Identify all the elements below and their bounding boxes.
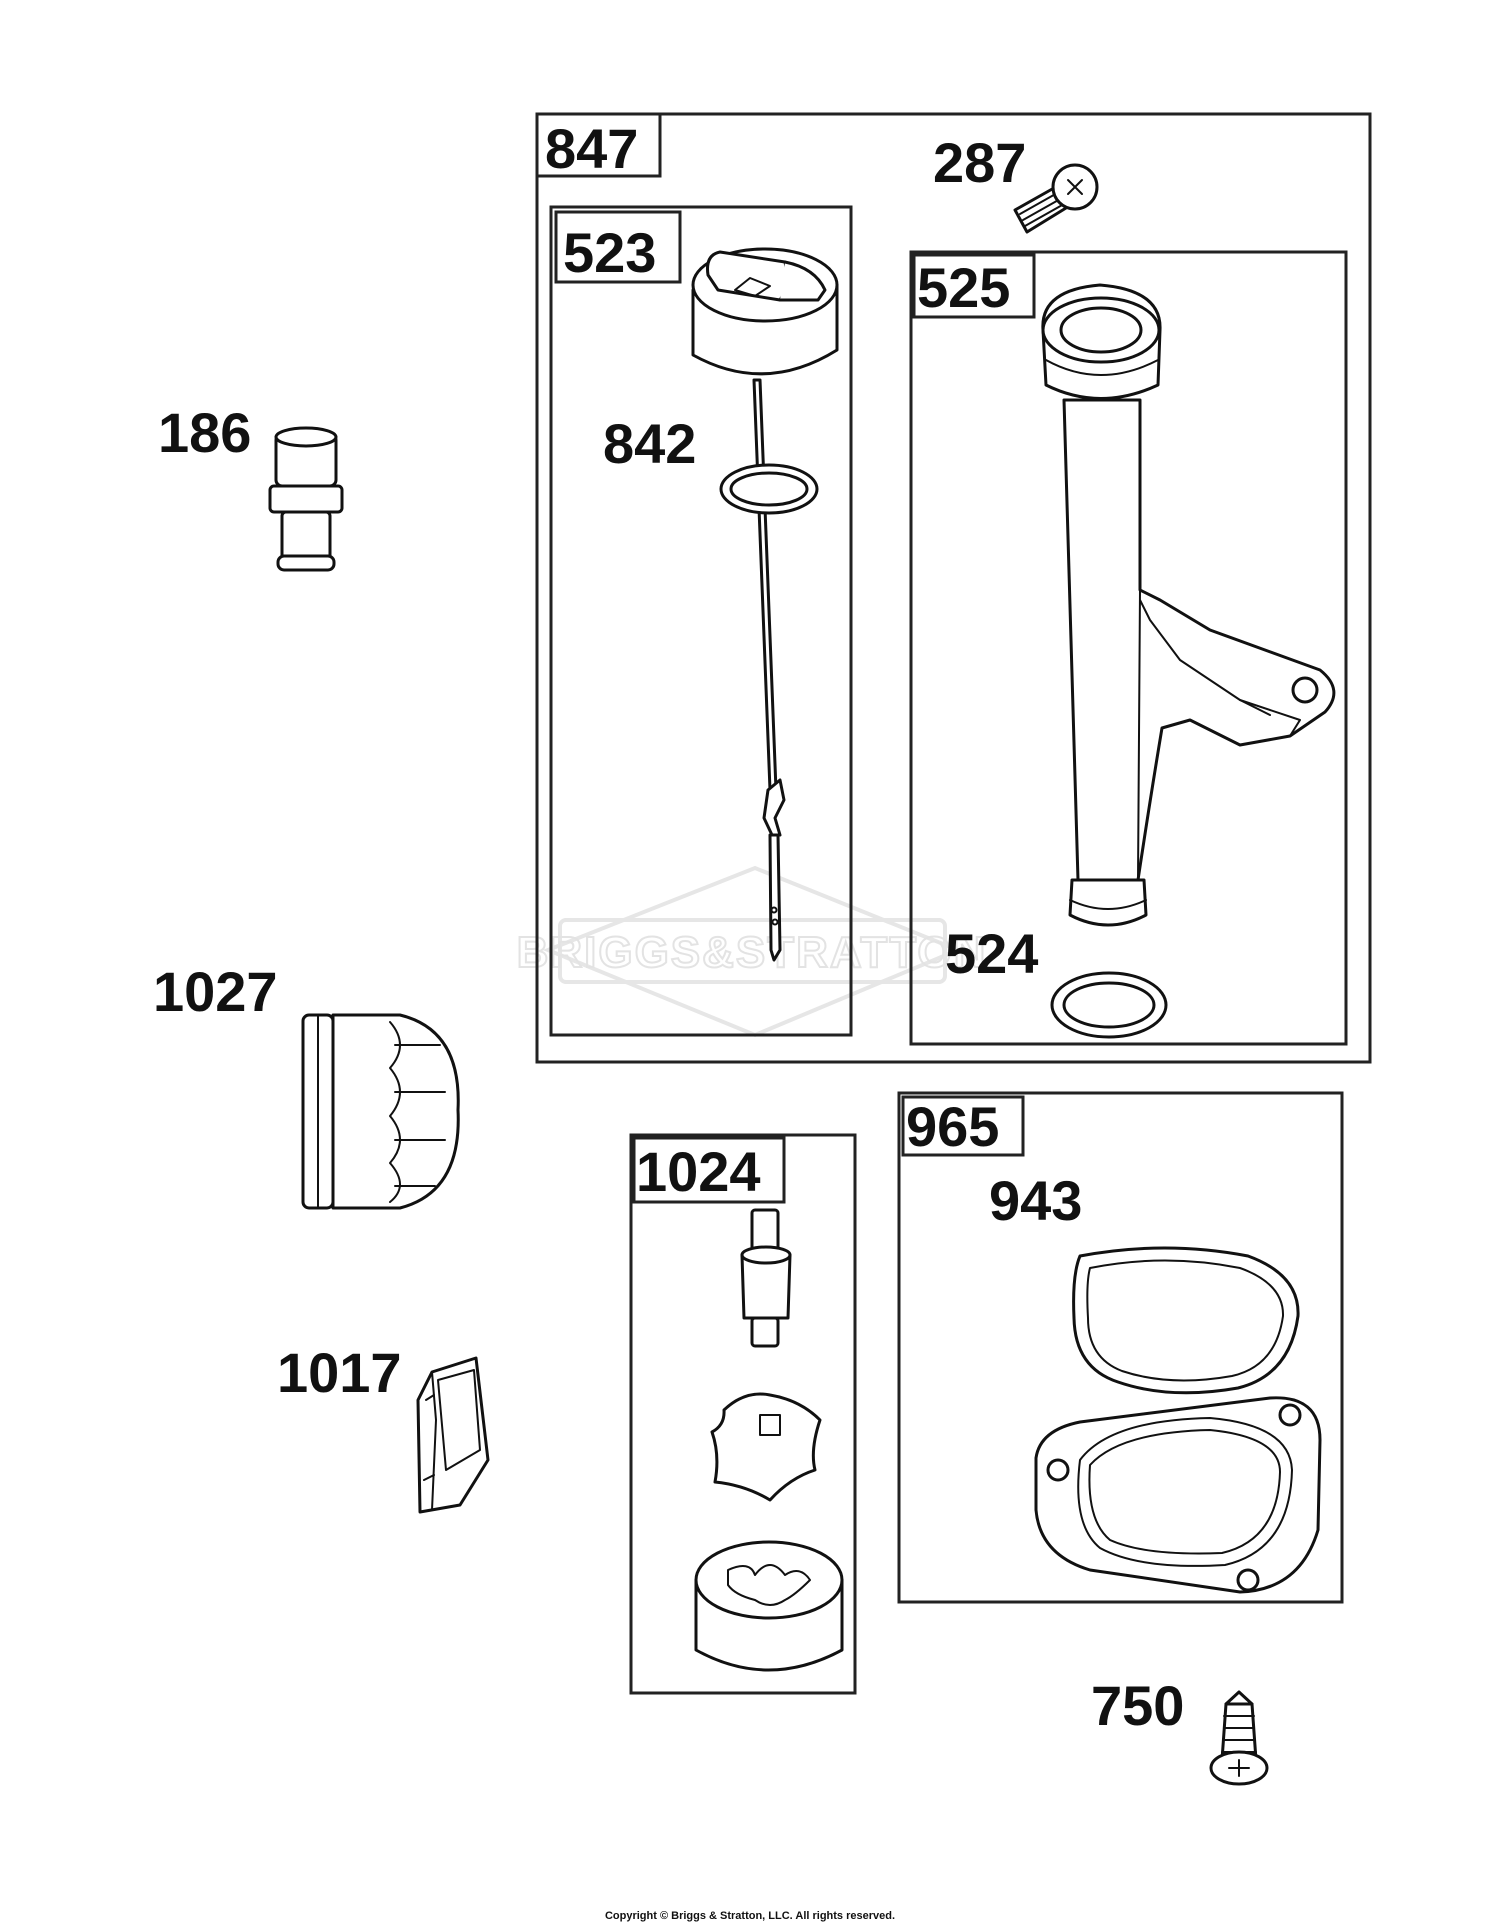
watermark-text: BRIGGS&STRATTON <box>517 928 988 977</box>
part-750-label: 750 <box>1091 1674 1184 1737</box>
gasket-524-drawing <box>1050 971 1168 1039</box>
pump-housing-1024-drawing <box>694 1540 844 1672</box>
ring-943-drawing <box>1072 1246 1300 1395</box>
part-186-label: 186 <box>158 401 251 464</box>
part-943-label: 943 <box>989 1169 1082 1232</box>
screw-287-drawing <box>1013 163 1099 234</box>
group-523-label: 523 <box>563 221 656 284</box>
group-525-box: 525 <box>909 250 1348 1046</box>
oil-filter-1027-drawing <box>301 1013 460 1210</box>
group-1024-box: 1024 <box>629 1133 857 1695</box>
part-1017-label: 1017 <box>277 1341 402 1404</box>
tube-525-drawing <box>1041 283 1336 927</box>
part-1017-drawing <box>416 1356 490 1514</box>
group-847-label: 847 <box>545 117 638 180</box>
group-1024-label: 1024 <box>636 1140 761 1203</box>
oring-842-drawing <box>719 463 819 515</box>
pump-shaft-1024-drawing <box>740 1208 792 1348</box>
screw-750-drawing <box>1209 1690 1269 1786</box>
pump-rotor-1024-drawing <box>710 1392 822 1502</box>
part-524-label: 524 <box>945 922 1038 985</box>
group-847-box: 847 <box>535 112 1372 1064</box>
dipstick-523-drawing <box>691 247 839 962</box>
group-523-box: 523 <box>549 205 853 1037</box>
cover-plate-965-drawing <box>1034 1396 1322 1594</box>
group-965-label: 965 <box>906 1095 999 1158</box>
group-525-label: 525 <box>917 256 1010 319</box>
part-842-label: 842 <box>603 412 696 475</box>
watermark-logo: BRIGGS&STRATTON <box>516 865 988 1038</box>
part-1027-label: 1027 <box>153 960 278 1023</box>
fitting-186-drawing <box>268 426 344 572</box>
copyright-notice: Copyright © Briggs & Stratton, LLC. All … <box>604 1910 896 1922</box>
part-287-label: 287 <box>933 131 1026 194</box>
group-965-box: 965 <box>897 1091 1344 1604</box>
